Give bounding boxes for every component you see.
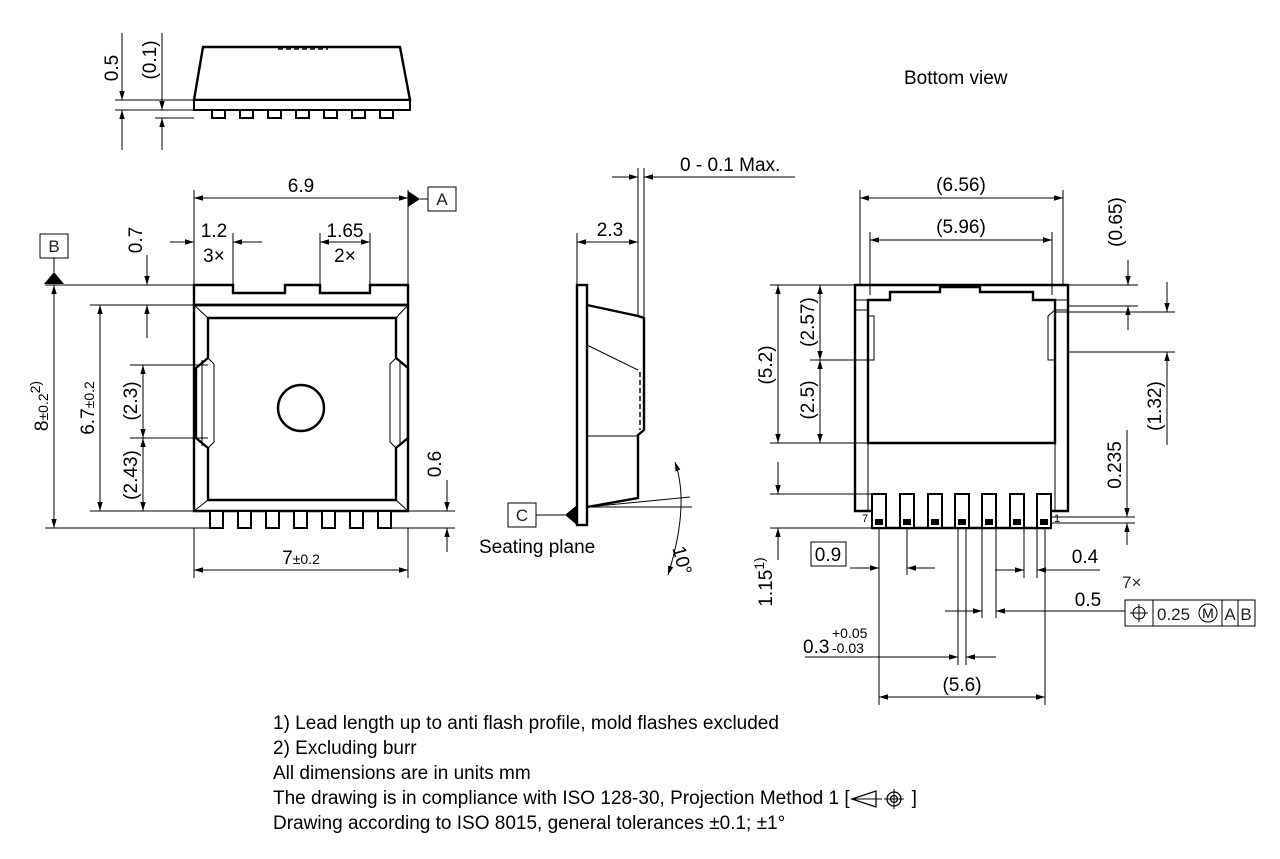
note-1: 1) Lead length up to anti flash profile,… xyxy=(273,713,779,734)
fcf-modifier: M xyxy=(1202,605,1214,621)
count-2x: 2× xyxy=(334,246,356,267)
dim-2-3: (2.3) xyxy=(121,381,142,420)
dim-6-9: 6.9 xyxy=(288,176,314,197)
dim-0-9: 0.9 xyxy=(815,545,841,566)
dim-0-3-minus: -0.03 xyxy=(832,640,864,656)
pin1-mark xyxy=(276,383,326,433)
note-4: The drawing is in compliance with ISO 12… xyxy=(273,788,850,809)
dim-2-43: (2.43) xyxy=(121,450,142,500)
dim-0-7: 0.7 xyxy=(126,227,147,253)
note-2: 2) Excluding burr xyxy=(273,738,417,759)
top-view: 6.9 A 1.2 3× 1.65 2× B 0.7 xyxy=(27,176,457,578)
dim-5-96: (5.96) xyxy=(936,217,986,238)
dim-8: 8±0.22) xyxy=(27,381,53,431)
note-3: All dimensions are in units mm xyxy=(273,763,531,784)
note-4-end: ] xyxy=(911,788,917,809)
dim-0-3: 0.3 xyxy=(803,637,829,658)
datum-c: C xyxy=(516,506,528,525)
dim-1-15: 1.151) xyxy=(751,557,777,606)
fcf-datum-b: B xyxy=(1240,605,1251,624)
fcf-count: 7× xyxy=(1122,573,1141,592)
note-5: Drawing according to ISO 8015, general t… xyxy=(273,813,786,834)
pin-1-label: 1 xyxy=(1054,513,1060,525)
side-view-top: 0.5 (0.1) xyxy=(102,33,412,150)
position-tolerance-frame: 7× 0.25 M A B xyxy=(1122,573,1256,627)
projection-method-icon xyxy=(849,788,904,809)
datum-a: A xyxy=(436,190,448,209)
dim-2-5: (2.5) xyxy=(798,380,819,419)
dim-0-235: 0.235 xyxy=(1105,441,1126,489)
dim-5-2: (5.2) xyxy=(756,345,777,384)
dim-2-3-height: 2.3 xyxy=(597,220,623,241)
count-3x: 3× xyxy=(203,246,225,267)
bottom-view: Bottom view 7 1 xyxy=(751,68,1256,705)
dim-flatness-max: 0 - 0.1 Max. xyxy=(680,155,780,176)
side-view-center: 0 - 0.1 Max. 2.3 C Seating plane 10° xyxy=(479,155,795,577)
dim-6-7: 6.7±0.2 xyxy=(78,381,99,435)
dim-angle-10: 10° xyxy=(667,544,695,577)
datum-b: B xyxy=(48,237,59,256)
dim-0-6: 0.6 xyxy=(425,451,446,477)
side-lead-stubs xyxy=(211,109,394,119)
mmc-circle xyxy=(1198,603,1218,623)
drawing-notes: 1) Lead length up to anti flash profile,… xyxy=(273,711,917,836)
dim-1-2: 1.2 xyxy=(201,221,227,242)
dim-0-1: (0.1) xyxy=(140,40,161,79)
dim-6-56: (6.56) xyxy=(936,175,986,196)
bottom-lead-pads xyxy=(875,519,1048,525)
note-4-line: The drawing is in compliance with ISO 12… xyxy=(273,786,917,811)
bottom-view-title: Bottom view xyxy=(904,68,1008,89)
dim-0-65: (0.65) xyxy=(1106,197,1127,247)
top-lead-stubs xyxy=(209,510,392,529)
dim-1-32: (1.32) xyxy=(1145,381,1166,431)
seating-plane-label: Seating plane xyxy=(479,537,595,558)
dim-0-4: 0.4 xyxy=(1072,547,1099,568)
dim-5-6: (5.6) xyxy=(942,675,981,696)
dim-7: 7±0.2 xyxy=(282,548,320,569)
pin-7-label: 7 xyxy=(862,513,868,525)
dim-2-57: (2.57) xyxy=(798,297,819,347)
fcf-datum-a: A xyxy=(1224,605,1236,624)
dim-0-3-plus: +0.05 xyxy=(832,625,868,641)
dim-1-65: 1.65 xyxy=(327,221,364,242)
dim-0-5: 0.5 xyxy=(1075,590,1101,611)
dim-0-5: 0.5 xyxy=(102,55,123,81)
fcf-tolerance: 0.25 xyxy=(1157,605,1190,624)
